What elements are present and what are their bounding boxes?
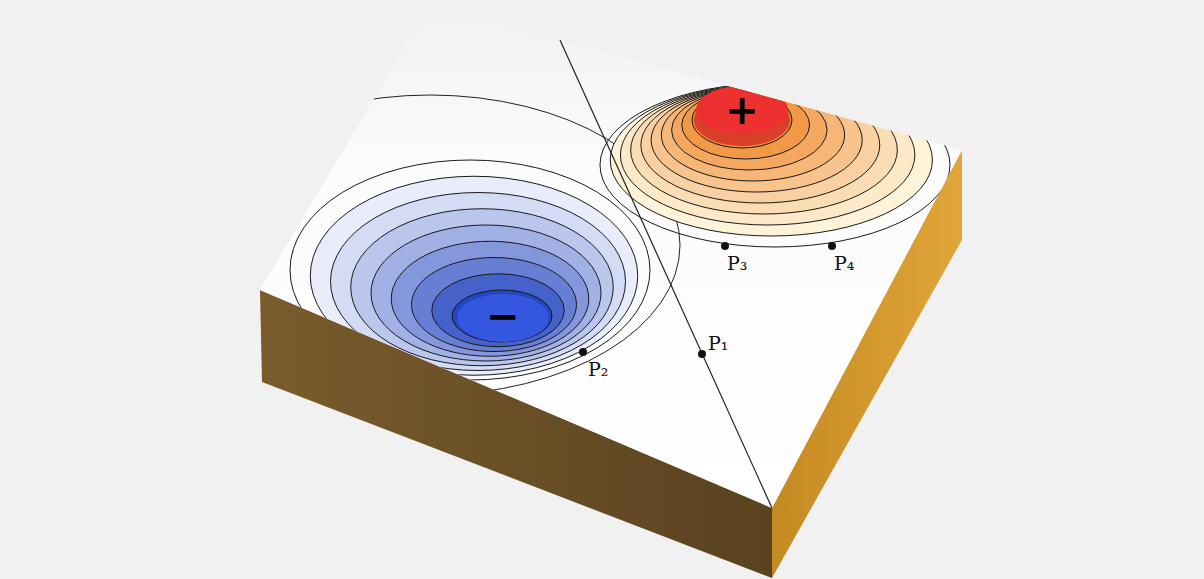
equipotential-line	[290, 160, 650, 380]
block-top-face	[260, 5, 962, 508]
zero-equipotential-line	[560, 40, 772, 508]
point-label: P₃	[727, 254, 747, 273]
positive-charge-disc	[696, 86, 788, 134]
negative-charge-disc	[457, 294, 549, 342]
equipotential-line	[331, 193, 626, 371]
equipotential-lines	[180, 83, 950, 395]
equipotential-line	[661, 89, 844, 181]
equipotential-line	[412, 258, 577, 352]
equipotential-line	[351, 209, 614, 366]
point-label: P₂	[588, 360, 608, 379]
point-dot	[828, 242, 836, 250]
charge-sign: +	[725, 90, 759, 130]
equipotential-line	[310, 176, 638, 375]
equipotential-line	[432, 274, 565, 347]
equipotential-line	[620, 85, 914, 225]
point-dot	[698, 350, 706, 358]
equipotential-line	[391, 241, 589, 356]
point-dot	[579, 348, 587, 356]
point-label: P₄	[834, 254, 854, 273]
equipotential-line	[631, 86, 898, 214]
equipotential-line	[610, 84, 932, 236]
equipotential-line	[651, 88, 862, 192]
equipotential-line	[600, 83, 950, 247]
charge-sign: −	[486, 296, 520, 336]
point-label: P₁	[708, 334, 728, 353]
equipotential-line	[371, 225, 601, 361]
point-dot	[721, 242, 729, 250]
equipotential-line	[641, 87, 880, 203]
equipotential-line	[452, 290, 552, 342]
